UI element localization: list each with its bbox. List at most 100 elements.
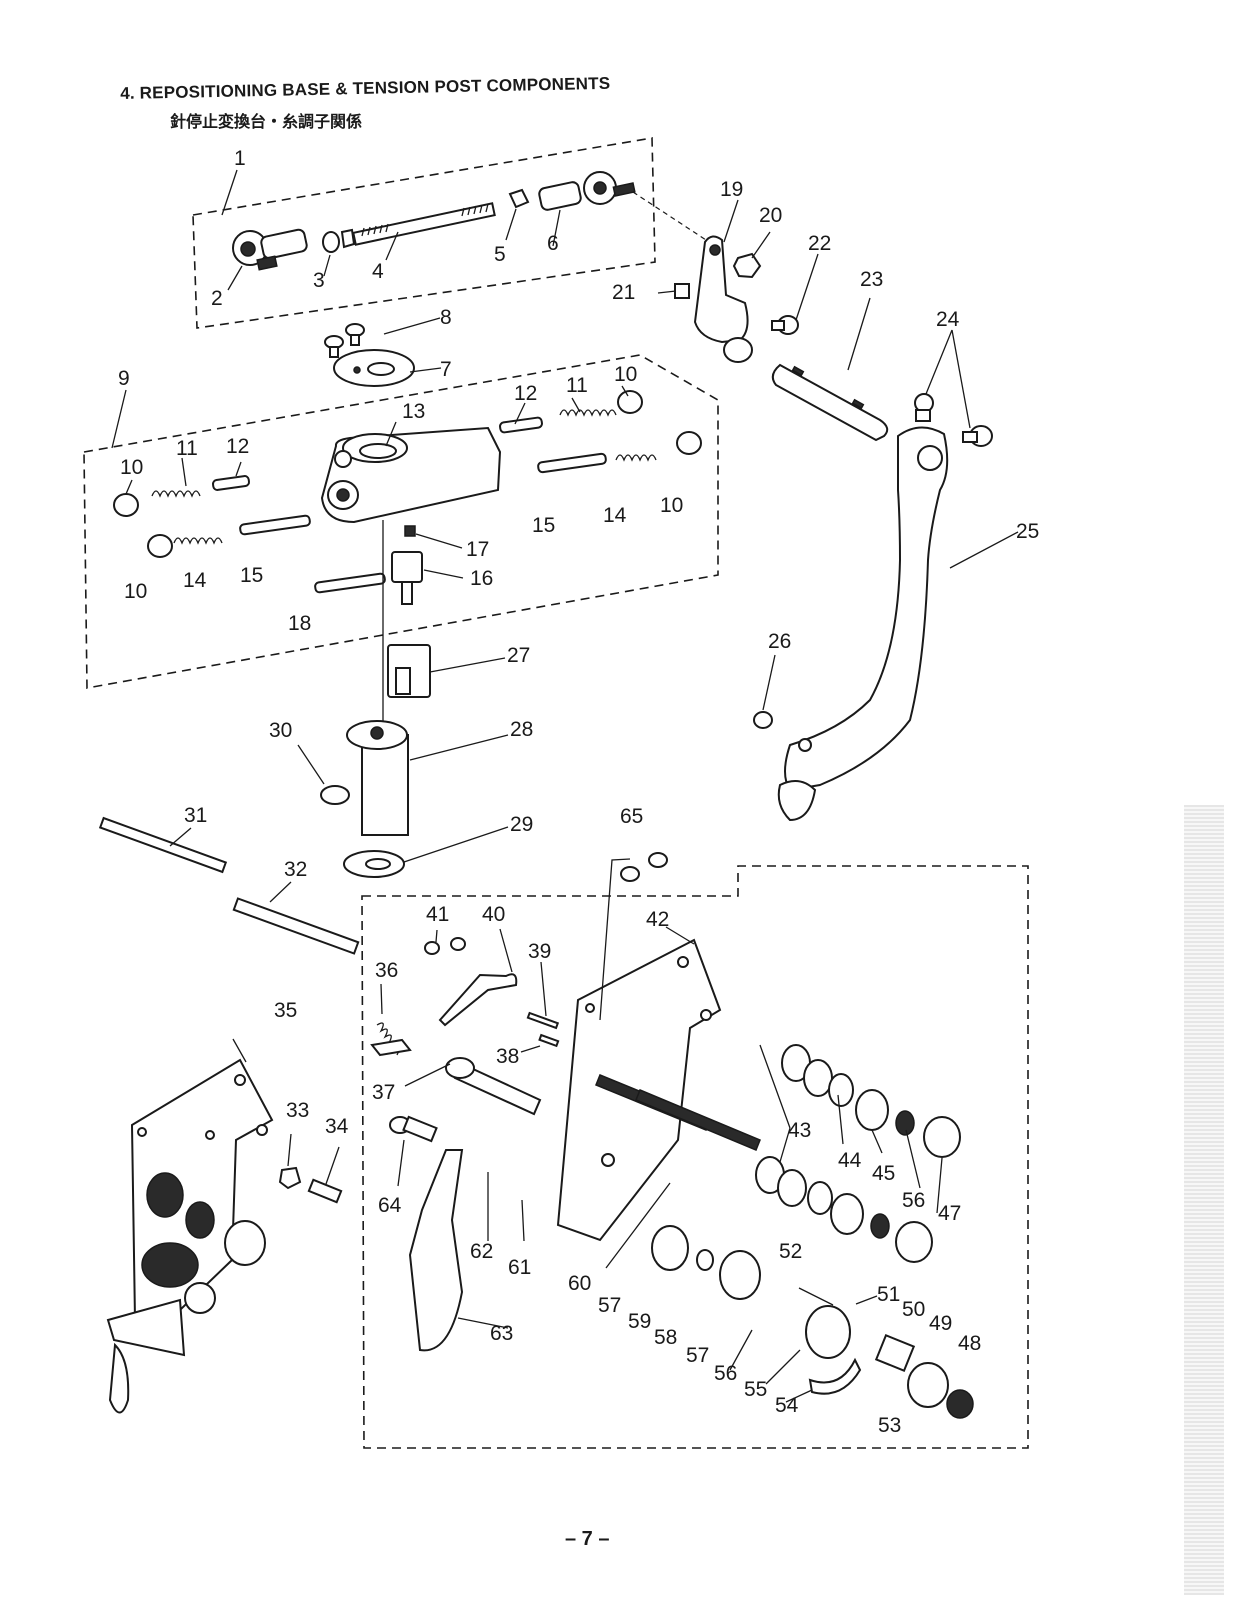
callout-9: 9 bbox=[118, 367, 130, 390]
callout-54: 54 bbox=[775, 1394, 799, 1417]
callout-65: 65 bbox=[620, 805, 643, 828]
ball-joint-6 bbox=[538, 171, 636, 211]
callout-55: 55 bbox=[744, 1378, 767, 1401]
screw-30 bbox=[320, 785, 350, 805]
callout-49: 49 bbox=[929, 1312, 952, 1335]
callout-63: 63 bbox=[490, 1322, 513, 1345]
callout-28: 28 bbox=[510, 718, 533, 741]
callout-61: 61 bbox=[508, 1256, 531, 1279]
screw-34 bbox=[307, 1178, 343, 1204]
nut-3b bbox=[340, 228, 356, 249]
callout-27: 27 bbox=[507, 644, 530, 667]
block-27 bbox=[387, 644, 431, 698]
callout-12: 12 bbox=[226, 435, 249, 458]
callout-23: 23 bbox=[860, 268, 883, 291]
callout-13: 13 bbox=[402, 400, 425, 423]
callout-39: 39 bbox=[528, 940, 551, 963]
callout-4: 4 bbox=[372, 260, 384, 283]
crank-19 bbox=[693, 235, 753, 363]
callout-24: 24 bbox=[936, 308, 960, 331]
callout-10-c: 10 bbox=[614, 363, 637, 386]
block-13 bbox=[320, 426, 502, 524]
rod-32 bbox=[232, 897, 360, 955]
callout-34: 34 bbox=[325, 1115, 349, 1138]
callout-15-b: 15 bbox=[532, 514, 555, 537]
threaded-rod-4 bbox=[352, 202, 496, 246]
callout-52: 52 bbox=[779, 1240, 802, 1263]
callout-3: 3 bbox=[313, 269, 325, 292]
callout-16: 16 bbox=[470, 567, 493, 590]
screws-41 bbox=[424, 937, 466, 955]
group-box-lower bbox=[361, 865, 1029, 1449]
discs-43-44 bbox=[755, 1044, 854, 1215]
callout-62: 62 bbox=[470, 1240, 493, 1263]
nut-20 bbox=[732, 252, 762, 279]
tension-assembly-35 bbox=[106, 1172, 266, 1414]
ball-joint-2 bbox=[232, 228, 308, 271]
screws-65 bbox=[620, 852, 668, 882]
callout-32: 32 bbox=[284, 858, 307, 881]
plate-42 bbox=[556, 938, 722, 1242]
callout-8: 8 bbox=[440, 306, 452, 329]
nut-33 bbox=[278, 1166, 302, 1190]
callout-58: 58 bbox=[654, 1326, 677, 1349]
callout-19: 19 bbox=[720, 178, 743, 201]
callout-30: 30 bbox=[269, 719, 292, 742]
callout-5: 5 bbox=[494, 243, 506, 266]
callout-15: 15 bbox=[240, 564, 263, 587]
screw-26 bbox=[753, 711, 773, 729]
springs-11-14 bbox=[151, 409, 657, 545]
callout-64: 64 bbox=[378, 1194, 402, 1217]
callout-21: 21 bbox=[612, 281, 635, 304]
callout-47: 47 bbox=[938, 1202, 961, 1225]
callout-29: 29 bbox=[510, 813, 533, 836]
callout-25: 25 bbox=[1016, 520, 1039, 543]
callout-2: 2 bbox=[211, 287, 223, 310]
callout-37: 37 bbox=[372, 1081, 395, 1104]
callout-59: 59 bbox=[628, 1310, 651, 1333]
rod-31 bbox=[98, 816, 228, 874]
lever-40 bbox=[438, 973, 518, 1027]
callout-42: 42 bbox=[646, 908, 669, 931]
springs-45 bbox=[830, 1089, 889, 1235]
page-subtitle: 針停止変換台・糸調子関係 bbox=[170, 112, 363, 131]
knobs-47 bbox=[895, 1116, 961, 1263]
callout-33: 33 bbox=[286, 1099, 309, 1122]
callout-31: 31 bbox=[184, 804, 207, 827]
setscrew-21 bbox=[674, 283, 690, 299]
callout-11-b: 11 bbox=[566, 374, 588, 397]
bolt-64 bbox=[389, 1115, 438, 1143]
callout-53: 53 bbox=[878, 1414, 901, 1437]
callout-22: 22 bbox=[808, 232, 831, 255]
washers-56 bbox=[870, 1110, 915, 1239]
pin-39 bbox=[526, 1011, 560, 1030]
callout-50: 50 bbox=[902, 1298, 925, 1321]
callout-56: 56 bbox=[714, 1362, 737, 1385]
post-28 bbox=[346, 720, 409, 836]
callout-6: 6 bbox=[547, 232, 559, 255]
lever-25 bbox=[777, 426, 949, 822]
callout-43: 43 bbox=[788, 1119, 811, 1142]
callout-57-b: 57 bbox=[686, 1344, 709, 1367]
callout-45: 45 bbox=[872, 1162, 895, 1185]
callout-20: 20 bbox=[759, 204, 782, 227]
discs-57-59 bbox=[651, 1225, 761, 1300]
callout-labels: 1 2 3 4 5 6 7 8 9 10 11 12 13 14 15 16 1… bbox=[118, 147, 1039, 1437]
callout-44: 44 bbox=[838, 1149, 862, 1172]
callout-10-b: 10 bbox=[124, 580, 147, 603]
callout-7: 7 bbox=[440, 358, 452, 381]
callout-48: 48 bbox=[958, 1332, 981, 1355]
callout-57: 57 bbox=[598, 1294, 621, 1317]
callout-41: 41 bbox=[426, 903, 449, 926]
callout-10-d: 10 bbox=[660, 494, 683, 517]
nut-5 bbox=[508, 188, 530, 209]
callout-38: 38 bbox=[496, 1045, 519, 1068]
callout-60: 60 bbox=[568, 1272, 591, 1295]
callout-36: 36 bbox=[375, 959, 398, 982]
nut-3 bbox=[322, 231, 340, 253]
callout-35: 35 bbox=[274, 999, 297, 1022]
callout-51: 51 bbox=[877, 1283, 900, 1306]
group-box-9 bbox=[83, 354, 719, 689]
washer-29 bbox=[343, 850, 405, 878]
